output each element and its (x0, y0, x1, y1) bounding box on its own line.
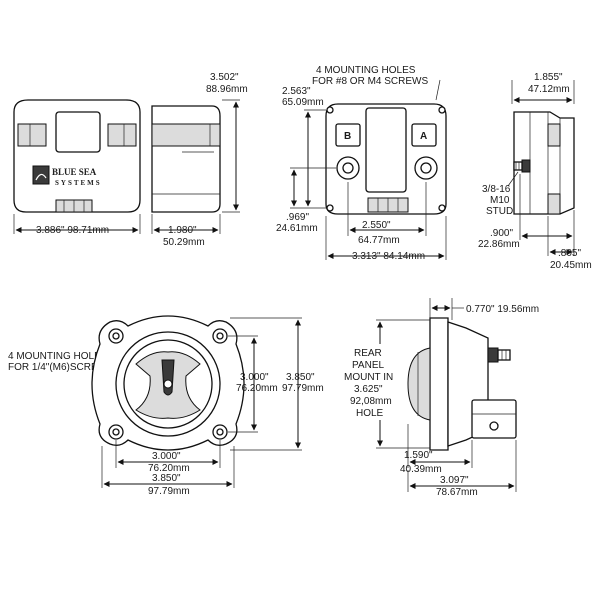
back-inner-width: 2.550" (362, 220, 391, 231)
hole-line-5: 92,08mm (350, 396, 392, 407)
back-vert-dim-mm: 65.09mm (282, 97, 324, 108)
mount-note-top-2: FOR #8 OR M4 SCREWS (312, 76, 428, 87)
bottom-inner-h-mm: 76.20mm (148, 463, 190, 474)
side-stud-nut (487, 347, 499, 363)
front-view-bottom: 4 MOUNTING HOLES FOR 1/4"(M6)SCREWS 3.00… (8, 315, 324, 497)
base-dim: .805" (558, 248, 581, 259)
front-view-top: BLUE SEA SYSTEMS 3.886" 98.71mm (13, 99, 141, 236)
mount-note-bottom-2: FOR 1/4"(M6)SCREWS (8, 362, 114, 373)
bottom-outer-h-mm: 97.79mm (148, 486, 190, 497)
terminal-b-box (335, 123, 361, 147)
stud-dim: .900" (490, 228, 513, 239)
bottom-outer-v-mm: 97.79mm (282, 383, 324, 394)
mount-hole-tl (326, 106, 334, 114)
mount-hole-br (438, 204, 446, 212)
front-width-dim: 3.886" 98.71mm (36, 225, 109, 236)
right-depth-dim: 1.855" (534, 72, 563, 83)
right-clip (547, 193, 561, 215)
side-depth-dim-mm: 40.39mm (400, 464, 442, 475)
side-view-bottom: 0.770" 19.56mm REAR PANEL MOUNT IN 3.625… (344, 298, 539, 498)
mount-note-bottom-1: 4 MOUNTING HOLES (8, 351, 108, 362)
stud-line-1: 3/8-16 (482, 184, 511, 195)
blue-sea-logo: BLUE SEA SYSTEMS (32, 165, 102, 187)
side-view-top: 3.502" 88.96mm 1.980" 50.29mm (151, 72, 248, 248)
bottom-inner-h: 3.000" (152, 451, 181, 462)
mount-hole-tr (438, 106, 446, 114)
side-depth-dim-mm: 50.29mm (163, 237, 205, 248)
hole-line-4: 3.625" (354, 384, 383, 395)
side-body-outline (151, 105, 221, 213)
back-outer-width: 3.313" 84.14mm (352, 251, 425, 262)
base-dim-mm: 20.45mm (550, 260, 592, 271)
side-stud-thread (497, 349, 511, 361)
logo-line-1: BLUE SEA (52, 167, 97, 177)
stud-line-3: STUD (486, 206, 513, 217)
bottom-knob-pointer (161, 359, 175, 396)
side-depth-dim: 1.980" (168, 225, 197, 236)
right-view-top: 1.855" 47.12mm 3/8-16 M10 STUD .900" 22.… (478, 72, 592, 271)
right-tab (547, 123, 561, 147)
terminal-a-label: A (420, 131, 427, 142)
back-vert-dim: 2.563" (282, 86, 311, 97)
terminal-a-box (411, 123, 437, 147)
side-depth-dim: 1.590" (404, 450, 433, 461)
bottom-outer-h: 3.850" (152, 473, 181, 484)
side-band (151, 123, 221, 147)
stud-nut (521, 159, 531, 173)
back-view-top: 4 MOUNTING HOLES FOR #8 OR M4 SCREWS B A… (276, 65, 447, 262)
hole-line-1: REAR (354, 348, 382, 359)
back-low-dim-mm: 24.61mm (276, 223, 318, 234)
front-right-tab (107, 123, 137, 147)
side-bottom-knob (407, 347, 431, 421)
bottom-outer-v: 3.850" (286, 372, 315, 383)
height-dim-mm: 88.96mm (206, 84, 248, 95)
logo-line-2: SYSTEMS (55, 179, 102, 187)
back-low-dim: .969" (286, 212, 309, 223)
front-left-tab (17, 123, 47, 147)
mount-note-top-1: 4 MOUNTING HOLES (316, 65, 416, 76)
front-window (55, 111, 101, 153)
height-dim: 3.502" (210, 72, 239, 83)
bottom-inner-v: 3.000" (240, 372, 269, 383)
side-total-dim-mm: 78.67mm (436, 487, 478, 498)
back-center-window (365, 107, 407, 193)
stud-dim-mm: 22.86mm (478, 239, 520, 250)
bottom-inner-v-mm: 76.20mm (236, 383, 278, 394)
side-top-dim: 0.770" 19.56mm (466, 304, 539, 315)
back-inner-width-mm: 64.77mm (358, 235, 400, 246)
hole-line-2: PANEL (352, 360, 384, 371)
side-total-dim: 3.097" (440, 475, 469, 486)
mount-hole-bl (326, 204, 334, 212)
stud-line-2: M10 (490, 195, 510, 206)
side-bottom-bracket (471, 399, 517, 439)
stud-thread (513, 161, 523, 171)
hole-line-6: HOLE (356, 408, 384, 419)
terminal-b-label: B (344, 131, 351, 142)
right-depth-dim-mm: 47.12mm (528, 84, 570, 95)
hole-line-3: MOUNT IN (344, 372, 393, 383)
side-bottom-plate (429, 317, 449, 451)
